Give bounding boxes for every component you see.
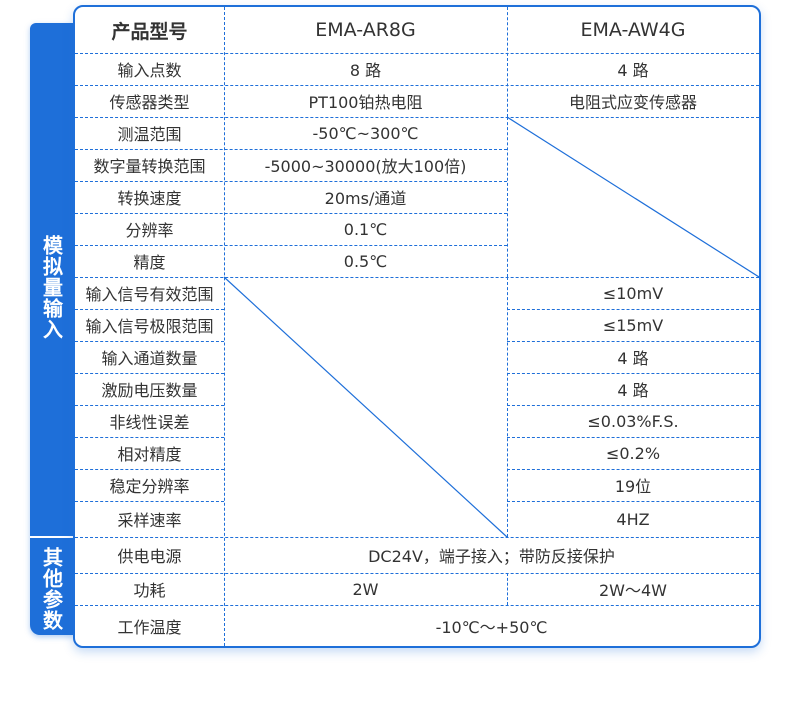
grid-row-line: [75, 213, 507, 214]
row-value-aw4g: 19位: [614, 477, 652, 496]
grid-row-line: [75, 245, 507, 246]
grid-row-line: [75, 277, 759, 278]
grid-row-line: [75, 309, 224, 310]
grid-col-line: [507, 7, 508, 117]
row-label: 非线性误差: [109, 413, 190, 432]
grid-row-line: [75, 341, 224, 342]
row-value-aw4g: 4HZ: [616, 509, 650, 529]
grid-row-line: [75, 373, 224, 374]
row-label: 稳定分辨率: [109, 477, 190, 496]
row-value-aw4g: ≤0.2%: [605, 443, 661, 463]
other-row-label: 供电电源: [117, 547, 182, 566]
grid-row-line: [507, 373, 759, 374]
grid-row-line: [75, 117, 759, 118]
grid-col-line: [507, 117, 508, 277]
row-value-aw4g: 电阻式应变传感器: [568, 93, 697, 112]
header-label: 产品型号: [111, 20, 188, 43]
row-label: 数字量转换范围: [93, 157, 206, 176]
other-row-value-merged: DC24V，端子接入；带防反接保护: [368, 547, 615, 566]
diagonal-ar8g-na: [223, 276, 508, 538]
section-label-other-params: 其他参数: [39, 547, 64, 631]
diagonal-aw4g-na: [506, 116, 759, 278]
row-label: 传感器类型: [109, 93, 190, 112]
row-value-aw4g: ≤10mV: [602, 283, 664, 303]
row-value-aw4g: 4 路: [617, 381, 649, 400]
row-value-ar8g: 0.1℃: [343, 219, 388, 239]
grid-row-line: [75, 53, 759, 54]
grid-row-line: [75, 181, 507, 182]
grid-row-line: [507, 405, 759, 406]
row-label: 相对精度: [117, 445, 182, 464]
other-row-value-ar8g: 2W: [352, 579, 379, 599]
grid-col-line: [507, 277, 508, 537]
other-row-value-aw4g: 2W～4W: [598, 581, 667, 600]
row-value-aw4g: ≤0.03%F.S.: [587, 411, 679, 431]
section-label-analog-input: 模拟量输入: [39, 234, 64, 340]
row-value-aw4g: ≤15mV: [602, 315, 664, 335]
grid-row-line: [75, 405, 224, 406]
row-value-ar8g: PT100铂热电阻: [308, 93, 423, 112]
row-value-ar8g: -50℃~300℃: [312, 123, 419, 143]
section-sidebar: 模拟量输入 其他参数: [30, 23, 74, 635]
grid-row-line: [75, 149, 507, 150]
row-value-ar8g: 20ms/通道: [324, 189, 407, 208]
row-value-ar8g: 0.5℃: [343, 251, 388, 271]
row-label: 输入信号有效范围: [85, 285, 214, 304]
grid-row-line: [507, 437, 759, 438]
row-label: 分辨率: [125, 221, 174, 240]
header-model-aw4g: EMA-AW4G: [580, 19, 686, 41]
other-row-label: 工作温度: [117, 617, 182, 637]
grid-row-line: [507, 309, 759, 310]
row-value-ar8g: -5000~30000(放大100倍): [264, 157, 467, 176]
grid-row-line: [75, 573, 759, 574]
grid-row-line: [507, 501, 759, 502]
other-row-label: 功耗: [133, 581, 166, 600]
row-label: 测温范围: [117, 125, 182, 144]
row-label: 采样速率: [117, 511, 182, 530]
grid-row-line: [507, 341, 759, 342]
grid-row-line: [75, 437, 224, 438]
row-label: 精度: [133, 253, 166, 272]
other-row-value-merged: -10℃～+50℃: [435, 617, 548, 637]
row-label: 转换速度: [117, 189, 182, 208]
grid-row-line: [75, 85, 759, 86]
row-label: 输入通道数量: [101, 349, 198, 368]
section-divider: [30, 536, 74, 538]
row-value-ar8g: 8 路: [349, 61, 382, 80]
row-label: 输入信号极限范围: [85, 317, 214, 336]
grid-row-line: [507, 469, 759, 470]
grid-col-line: [224, 7, 225, 646]
row-label: 输入点数: [117, 61, 182, 80]
header-model-ar8g: EMA-AR8G: [315, 19, 416, 41]
grid-col-line: [507, 573, 508, 605]
row-value-aw4g: 4 路: [617, 349, 649, 368]
row-value-aw4g: 4 路: [617, 61, 649, 80]
row-label: 激励电压数量: [101, 381, 198, 400]
grid-row-line: [75, 469, 224, 470]
grid-row-line: [75, 605, 759, 606]
grid-row-line: [75, 537, 759, 538]
grid-row-line: [75, 501, 224, 502]
